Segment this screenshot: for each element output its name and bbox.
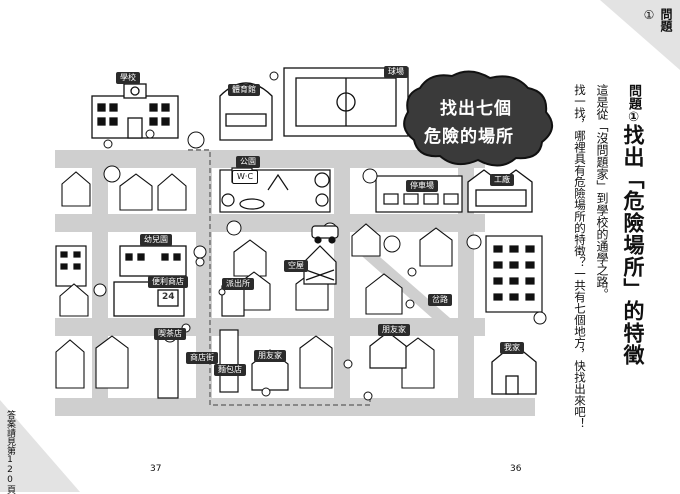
- instruction-line-1: 這是從「沒問題家」到學校的通學之路。: [595, 84, 609, 300]
- apartment-left: [55, 245, 87, 287]
- car: [311, 225, 339, 244]
- question-title: 找出「危險場所」的特徵: [621, 124, 645, 366]
- page-number-left: 37: [150, 464, 162, 474]
- label-friend-house-b: 朋友家: [254, 350, 286, 362]
- school-route-line: [188, 149, 371, 406]
- label-kissaten: 喫茶店: [154, 328, 186, 340]
- bubble-line-2: 危險的場所: [424, 127, 514, 147]
- label-kindergarten: 幼兒園: [140, 234, 172, 246]
- road-top: [55, 150, 485, 168]
- shopping-street: [157, 329, 239, 399]
- factory-building: [467, 169, 533, 213]
- gym-building: [219, 82, 273, 141]
- kindergarten-building: [119, 245, 187, 277]
- label-store-number: 24: [162, 292, 175, 302]
- section-number: ①: [642, 8, 656, 22]
- thought-bubble: [403, 70, 553, 167]
- friend-house-a-building: [369, 331, 407, 369]
- road-diagonal: [355, 250, 450, 318]
- page-number-right: 36: [510, 464, 522, 474]
- label-alley: 岔路: [428, 294, 452, 306]
- people: [103, 71, 417, 401]
- label-bakery: 麵包店: [214, 364, 246, 376]
- school-building: [91, 83, 179, 139]
- question-label: 問題①: [626, 84, 641, 125]
- corner-header-shape: [600, 0, 680, 70]
- label-friend-house-a: 朋友家: [378, 324, 410, 336]
- my-house-building: [491, 343, 537, 395]
- label-gym: 體育館: [228, 84, 260, 96]
- road-lower: [55, 318, 485, 336]
- answer-corner-shape: [0, 400, 80, 492]
- road-bottom: [55, 398, 535, 416]
- road-v4: [458, 150, 474, 416]
- bubble-line-1: 找出七個: [440, 99, 512, 119]
- label-my-house: 我家: [500, 342, 524, 354]
- road-v2: [196, 150, 212, 416]
- label-vacant-house: 空屋: [284, 260, 308, 272]
- vacant-house: [303, 245, 337, 285]
- section-title: 問題: [659, 8, 673, 32]
- label-factory: 工廠: [490, 174, 514, 186]
- label-field: 球場: [384, 66, 408, 78]
- label-convenience: 便利商店: [148, 276, 188, 288]
- police-box: [221, 285, 245, 317]
- label-toilet: W·C: [232, 170, 259, 184]
- road-v3: [334, 150, 350, 416]
- label-park: 公園: [236, 156, 260, 168]
- sports-field: [283, 67, 409, 137]
- instruction-line-2: 找一找，哪裡具有危險場所的特徵？一共有七個地方，快找出來吧！: [573, 84, 587, 429]
- apartment-right: [485, 235, 543, 313]
- label-parking: 停車場: [406, 180, 438, 192]
- label-police-box: 派出所: [222, 278, 254, 290]
- road-mid: [55, 214, 485, 232]
- answer-note: 答案請見第120頁: [5, 410, 15, 494]
- label-school: 學校: [116, 72, 140, 84]
- label-shopping-street: 商店街: [186, 352, 218, 364]
